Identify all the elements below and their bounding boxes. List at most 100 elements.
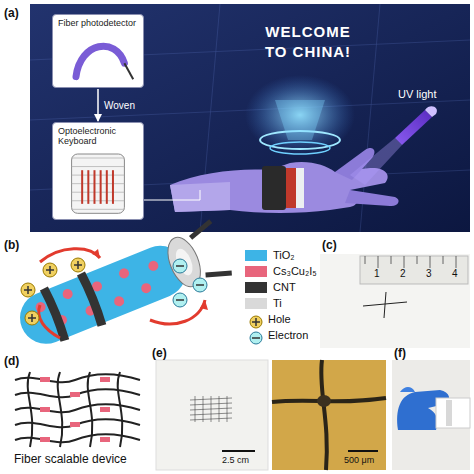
panel-letter: (f) — [394, 346, 406, 360]
illustration-shape — [112, 170, 114, 204]
illustration-shape — [172, 246, 195, 277]
legend-item: Hole — [268, 313, 291, 325]
illustration-shape — [44, 288, 66, 340]
illustration-shape — [72, 209, 125, 210]
illustration-shape — [124, 64, 133, 80]
legend-swatch — [245, 250, 267, 261]
illustration-shape — [144, 190, 200, 200]
legend-text: TiO₂ — [273, 249, 295, 261]
illustration-shape — [203, 396, 204, 422]
illustration-shape — [384, 292, 386, 318]
legend-swatch — [245, 282, 267, 293]
illustration-shape — [25, 311, 39, 325]
illustration-shape — [176, 299, 184, 301]
panel-letter: (e) — [152, 346, 167, 360]
illustration-shape — [200, 300, 208, 310]
illustration-shape — [275, 100, 325, 140]
illustration-shape — [72, 166, 125, 167]
fiber-icon — [54, 31, 142, 85]
illustration-shape — [156, 360, 268, 470]
illustration-shape — [245, 75, 355, 155]
illustration-shape — [71, 258, 85, 272]
illustration-shape — [345, 190, 399, 206]
illustration-shape — [92, 249, 100, 258]
box-label: Optoelectronic Keyboard — [53, 123, 143, 150]
illustration-shape — [70, 392, 80, 397]
weave-arrow — [97, 89, 99, 121]
illustration-shape — [195, 396, 196, 422]
illustration-shape — [81, 273, 103, 325]
illustration-shape — [348, 450, 378, 452]
box-label: Fiber photodetector — [53, 15, 143, 31]
illustration-shape — [206, 266, 232, 283]
caption-text: Fiber scalable device — [14, 452, 127, 466]
illustration-shape — [196, 284, 204, 286]
illustration-shape — [211, 396, 212, 422]
illustration-shape — [262, 166, 286, 210]
illustration-shape — [88, 372, 93, 447]
illustration-shape — [188, 221, 214, 238]
device-box: Fiber photodetector — [52, 14, 144, 88]
illustration-shape — [93, 170, 95, 204]
illustration-shape — [100, 437, 110, 442]
keyboard-box: Optoelectronic Keyboard — [52, 122, 144, 220]
ruler-number: 1 — [374, 268, 380, 279]
legend-text: CNT — [273, 281, 296, 293]
illustration-shape — [58, 372, 63, 447]
illustration-shape — [15, 372, 140, 447]
illustration-shape — [404, 256, 405, 268]
illustration-shape — [443, 256, 444, 264]
illustration-shape — [272, 360, 386, 470]
panel-letter: (b) — [4, 238, 19, 252]
illustration-shape — [320, 254, 470, 348]
illustration-shape — [456, 256, 457, 268]
illustration-shape — [190, 396, 232, 422]
illustration-shape — [250, 316, 262, 328]
legend-swatch — [245, 266, 267, 277]
ruler-number: 2 — [400, 268, 406, 279]
illustration-shape — [72, 200, 125, 201]
illustration-shape — [173, 293, 187, 307]
illustration-shape — [272, 360, 386, 470]
illustration-shape — [15, 389, 140, 397]
panel-letter: (d) — [4, 354, 19, 368]
scale-label: 2.5 cm — [222, 455, 249, 465]
illustration-shape — [72, 183, 125, 184]
illustration-shape — [417, 256, 418, 264]
illustration-shape — [378, 256, 379, 268]
illustration-shape — [118, 372, 123, 447]
illustration-shape — [296, 168, 304, 208]
illustration-shape — [113, 295, 126, 308]
illustration-shape — [392, 360, 470, 470]
legend-item: CNT — [245, 281, 296, 293]
legend-text: Electron — [268, 329, 308, 341]
legend-item: TiO₂ — [245, 249, 295, 261]
legend-swatch — [245, 298, 267, 309]
panel-letter: (c) — [322, 238, 337, 252]
illustration-shape — [193, 278, 207, 292]
illustration-shape — [161, 233, 206, 292]
illustration-shape — [176, 265, 184, 267]
illustration-shape — [425, 106, 437, 117]
illustration-shape — [400, 387, 415, 392]
illustration-shape — [21, 258, 207, 325]
legend-item: Electron — [268, 329, 308, 341]
illustration-shape — [39, 305, 60, 338]
illustration-shape — [28, 314, 36, 322]
illustration-shape — [72, 174, 125, 175]
illustration-shape — [100, 377, 110, 382]
illustration-shape — [252, 318, 260, 326]
illustration-shape — [350, 138, 402, 185]
illustration-shape — [24, 286, 32, 294]
illustration-shape — [321, 360, 327, 470]
illustration-shape — [40, 377, 50, 382]
illustration-shape — [100, 407, 110, 412]
illustration-shape — [43, 263, 57, 277]
illustration-shape — [30, 4, 470, 232]
illustration-shape — [250, 332, 262, 344]
illustration-shape — [436, 398, 470, 428]
illustration-shape — [270, 142, 330, 154]
illustration-shape — [365, 256, 366, 264]
illustration-shape — [40, 377, 110, 442]
illustration-shape — [100, 170, 102, 204]
